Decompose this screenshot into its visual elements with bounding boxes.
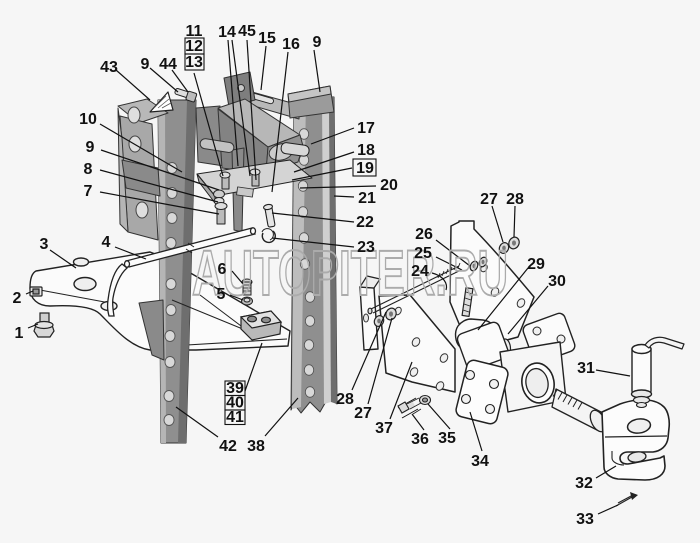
svg-text:37: 37 <box>375 420 393 437</box>
svg-text:13: 13 <box>185 54 203 71</box>
svg-text:16: 16 <box>282 36 300 53</box>
svg-text:38: 38 <box>247 438 265 455</box>
svg-text:7: 7 <box>84 183 93 200</box>
svg-text:26: 26 <box>415 226 433 243</box>
svg-text:25: 25 <box>414 245 432 262</box>
svg-text:14: 14 <box>218 24 236 41</box>
svg-text:9: 9 <box>86 139 95 156</box>
svg-text:1: 1 <box>15 325 24 342</box>
svg-text:31: 31 <box>577 360 595 377</box>
svg-text:20: 20 <box>380 177 398 194</box>
svg-text:21: 21 <box>358 190 376 207</box>
svg-text:29: 29 <box>527 256 545 273</box>
svg-text:34: 34 <box>471 453 489 470</box>
svg-text:19: 19 <box>356 160 374 177</box>
svg-text:40: 40 <box>226 395 244 412</box>
svg-text:39: 39 <box>226 380 244 397</box>
svg-text:9: 9 <box>313 34 322 51</box>
svg-text:32: 32 <box>575 475 593 492</box>
svg-text:22: 22 <box>356 214 374 231</box>
svg-text:33: 33 <box>576 511 594 528</box>
svg-text:2: 2 <box>13 290 22 307</box>
svg-text:4: 4 <box>102 234 111 251</box>
svg-text:28: 28 <box>506 191 524 208</box>
svg-text:10: 10 <box>79 111 97 128</box>
svg-text:11: 11 <box>186 23 203 40</box>
svg-text:24: 24 <box>411 263 429 280</box>
svg-text:42: 42 <box>219 438 237 455</box>
svg-text:15: 15 <box>258 30 276 47</box>
svg-text:6: 6 <box>218 261 227 278</box>
svg-text:43: 43 <box>100 59 118 76</box>
svg-text:27: 27 <box>354 405 372 422</box>
svg-text:36: 36 <box>411 431 429 448</box>
svg-text:35: 35 <box>438 430 456 447</box>
svg-text:5: 5 <box>217 286 226 303</box>
svg-text:12: 12 <box>185 38 203 55</box>
svg-text:23: 23 <box>357 239 375 256</box>
svg-text:30: 30 <box>548 273 566 290</box>
svg-text:9: 9 <box>141 56 150 73</box>
svg-text:27: 27 <box>480 191 498 208</box>
svg-text:41: 41 <box>226 409 244 426</box>
svg-text:8: 8 <box>84 161 93 178</box>
svg-text:45: 45 <box>238 23 256 40</box>
svg-text:28: 28 <box>336 391 354 408</box>
svg-text:AUTOPITER.RU: AUTOPITER.RU <box>192 237 508 309</box>
svg-text:3: 3 <box>40 236 49 253</box>
svg-text:17: 17 <box>357 120 375 137</box>
svg-text:44: 44 <box>159 56 177 73</box>
svg-text:18: 18 <box>357 142 375 159</box>
